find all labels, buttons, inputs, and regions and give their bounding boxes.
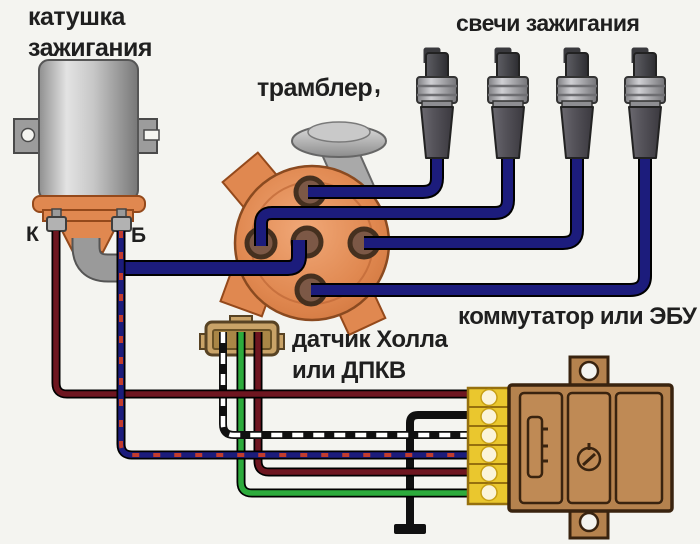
ground-wire-black xyxy=(394,411,472,534)
coil-hv-wire xyxy=(71,238,307,283)
ecu-panel-3 xyxy=(614,391,664,505)
terminal-b-label: Б xyxy=(131,224,146,247)
connector-pin xyxy=(480,388,498,407)
plug-wire-2 xyxy=(254,150,515,246)
plug-boot xyxy=(560,106,594,159)
coil-terminal-b xyxy=(111,208,132,232)
connector-pin xyxy=(480,407,498,426)
distributor-cap-dome xyxy=(291,121,387,158)
spark-plug-2 xyxy=(487,47,529,159)
hv-boot-elbow xyxy=(73,238,118,281)
distributor xyxy=(219,121,391,337)
plug-wire-4 xyxy=(311,150,652,297)
connector-pin xyxy=(480,464,498,483)
spark-plug-wires xyxy=(254,150,652,297)
ecu-label: коммутатор или ЭБУ xyxy=(458,303,697,330)
plug-boot xyxy=(628,106,662,159)
ecu-internal-connector-detail xyxy=(526,415,548,479)
coil-body xyxy=(38,59,139,201)
hall-wire-red xyxy=(253,332,472,477)
terminal-k-label: К xyxy=(26,223,39,246)
ecu-mount-hole xyxy=(578,360,600,382)
hall-wire-green xyxy=(236,332,472,498)
ignition-coil xyxy=(13,59,160,253)
spark-plug-4 xyxy=(624,47,666,159)
spark-plugs xyxy=(416,47,666,159)
coil-label: катушка зажигания xyxy=(28,3,152,62)
spark-plug-3 xyxy=(556,47,598,159)
connector-pin xyxy=(480,483,498,502)
coil-b-wire xyxy=(116,231,472,460)
bracket-slot xyxy=(143,129,160,141)
coil-k-wire xyxy=(51,231,472,399)
plug-boot xyxy=(420,106,454,159)
distributor-label: трамблер xyxy=(257,74,373,102)
connector-pin xyxy=(480,445,498,464)
plug-boot xyxy=(491,106,525,159)
ecu-module xyxy=(507,355,674,540)
plug-wire-1 xyxy=(308,150,444,199)
low-voltage-wires xyxy=(51,231,472,534)
hall-wire-black-white xyxy=(219,332,472,439)
ecu-mount-hole xyxy=(578,511,600,533)
hall-sensor-label: датчик Холла или ДПКВ xyxy=(292,326,448,384)
ecu-connector xyxy=(466,386,511,506)
connector-pin xyxy=(480,426,498,445)
spark-plug-1 xyxy=(416,47,458,159)
bracket-hole xyxy=(20,127,36,143)
ground-symbol xyxy=(394,524,426,534)
plug-wire-3 xyxy=(364,150,584,250)
ecu-screw-detail xyxy=(576,443,602,472)
spark-plugs-label: свечи зажигания xyxy=(456,10,640,36)
stray-comma: , xyxy=(374,71,381,99)
